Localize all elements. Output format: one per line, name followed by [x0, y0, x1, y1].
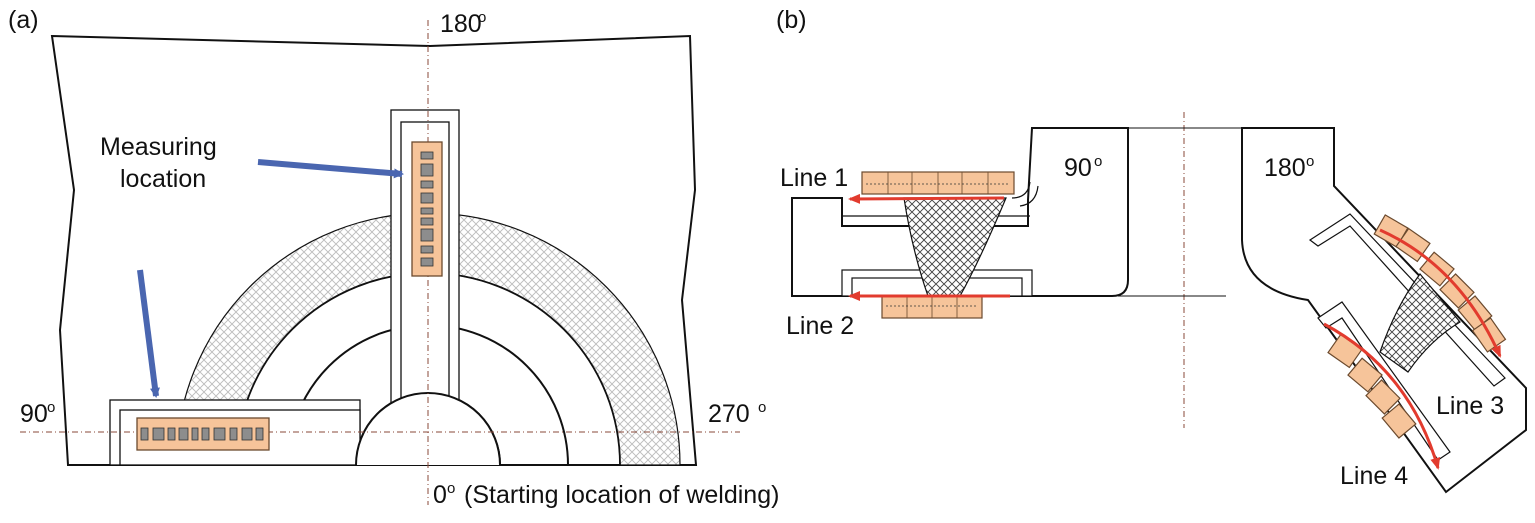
panel-a-label: (a): [8, 6, 39, 34]
welding-start-caption: (Starting location of welding): [464, 481, 779, 509]
angle-180-degree: o: [478, 9, 486, 26]
red-arrow-line3: [1379, 228, 1502, 358]
angle-270-label: 270: [708, 400, 750, 428]
plate-outline-a: [50, 34, 698, 466]
measuring-label-line2: location: [120, 165, 206, 193]
panel-a: (a) 180 o 90 o 270 o 0 o (Starting locat…: [8, 6, 779, 509]
gauge-cells-horizontal: [140, 427, 264, 441]
section-90-outline: [791, 127, 1129, 297]
line1-label: Line 1: [780, 164, 848, 192]
panel-b-label: (b): [776, 6, 807, 34]
gauge-cells-line2: [886, 296, 978, 318]
section-180-upper-slot: [1308, 213, 1506, 387]
angle-270-degree: o: [758, 399, 766, 416]
angle-180-b-label: 180: [1264, 154, 1306, 182]
angle-180-label: 180: [440, 10, 482, 38]
line3-label: Line 3: [1436, 392, 1504, 420]
angle-90-b-degree: o: [1094, 153, 1102, 170]
gauge-cells-line1: [866, 172, 1010, 194]
measuring-arrow-2: [137, 269, 160, 398]
angle-0-degree: o: [447, 480, 455, 497]
red-arrow-line1: [848, 193, 1005, 204]
angle-180-b-degree: o: [1306, 153, 1314, 170]
section-90-top-slot-corner: [1011, 181, 1039, 207]
line2-label: Line 2: [786, 312, 854, 340]
angle-90-b-label: 90: [1064, 154, 1092, 182]
panel-b: (b): [776, 6, 1527, 494]
angle-90-label: 90: [20, 400, 48, 428]
weld-bead-180: [1379, 273, 1461, 373]
red-arrow-line4: [1323, 322, 1441, 470]
gauge-strip-line4: [1327, 333, 1417, 439]
section-180-outline: [1241, 127, 1527, 494]
measuring-label-line1: Measuring: [100, 133, 217, 161]
angle-0-label: 0: [433, 481, 447, 509]
measuring-arrow-1: [257, 159, 404, 179]
gauge-cells-vertical: [420, 151, 434, 267]
angle-90-degree: o: [47, 399, 55, 416]
line4-label: Line 4: [1340, 462, 1408, 490]
